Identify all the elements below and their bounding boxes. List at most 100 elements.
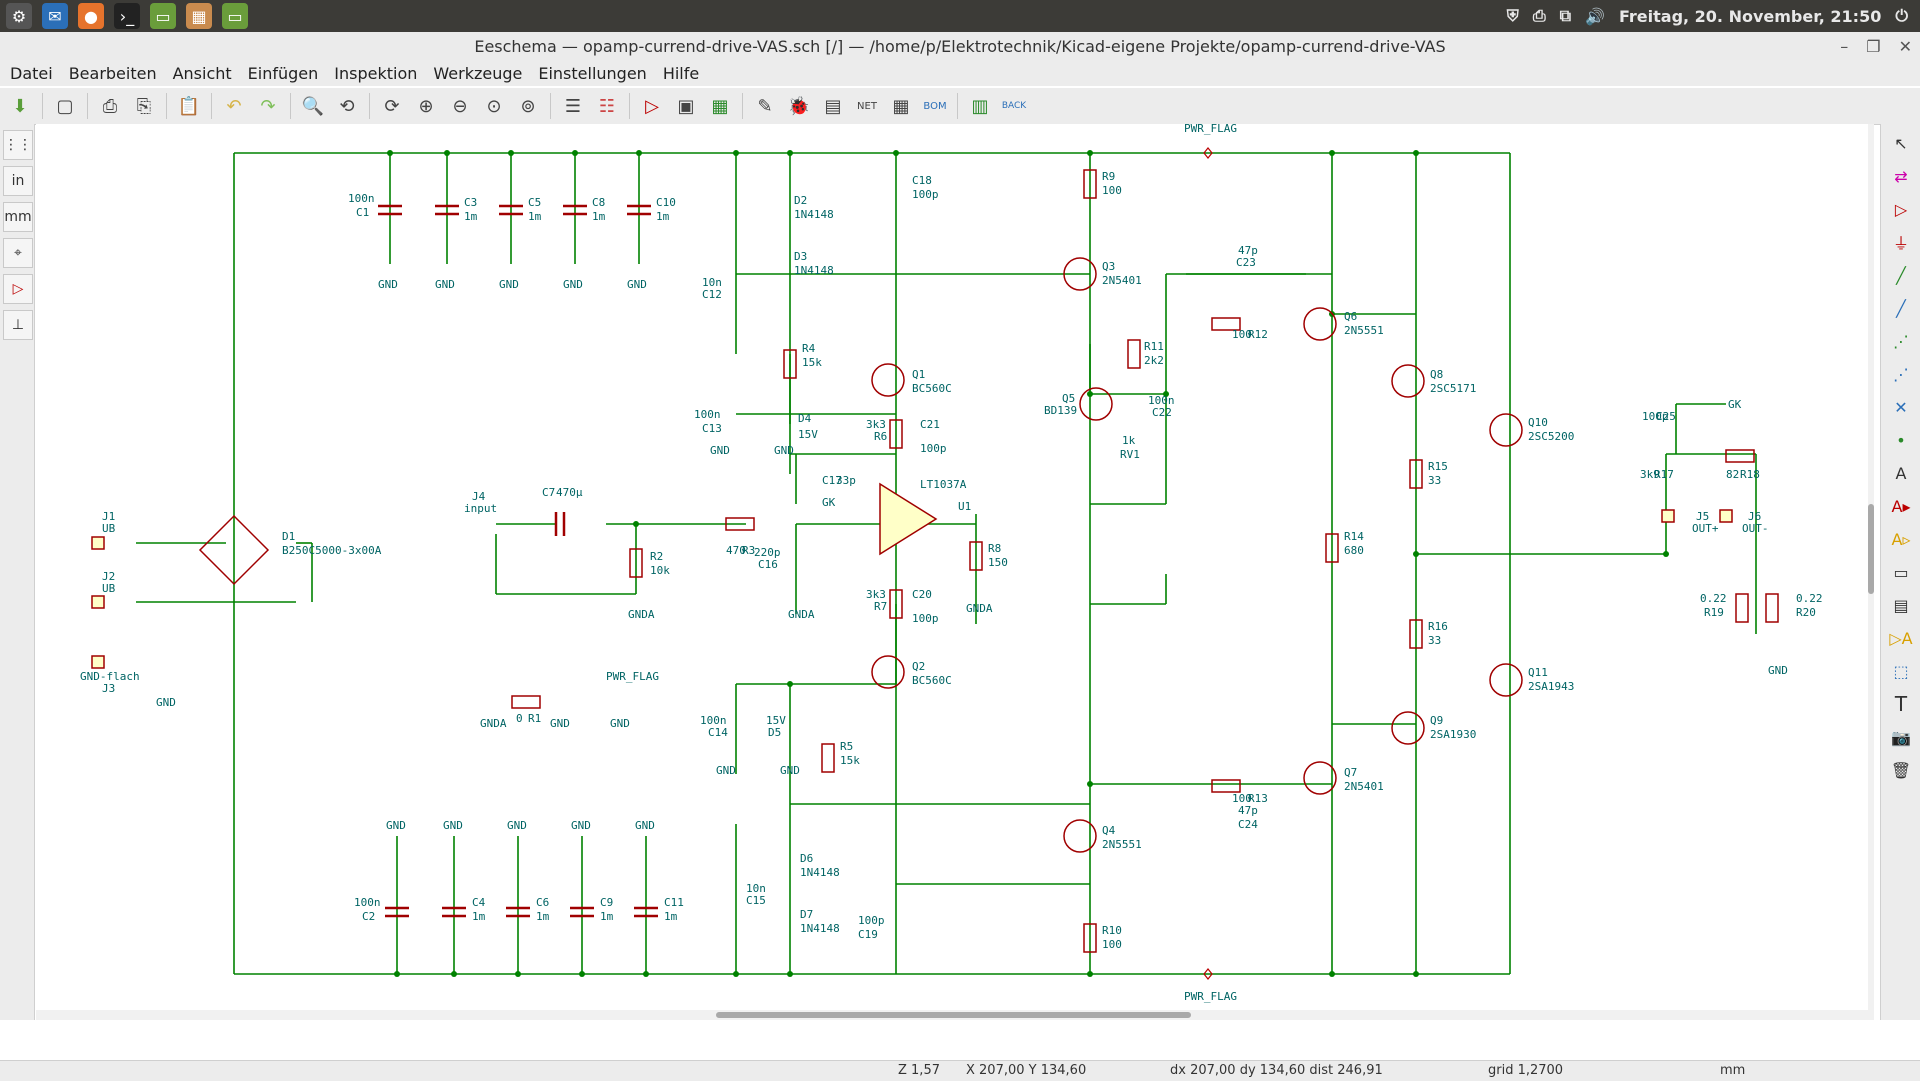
page-settings-icon[interactable]: ▢ bbox=[56, 95, 74, 117]
paste-icon[interactable]: 📋 bbox=[177, 95, 201, 117]
c20-ref: C20 bbox=[912, 588, 932, 601]
menu-einfuegen[interactable]: Einfügen bbox=[247, 63, 319, 83]
add-bus-icon[interactable]: ╱ bbox=[1896, 298, 1906, 318]
horizontal-scrollbar[interactable] bbox=[36, 1010, 1874, 1020]
undo-icon[interactable]: ↶ bbox=[226, 95, 242, 117]
firefox-app-icon[interactable]: ● bbox=[78, 3, 104, 29]
rv1-value: 1k bbox=[1122, 434, 1136, 447]
print-icon[interactable]: ⎙ bbox=[102, 95, 118, 117]
zoom-out-icon[interactable]: ⊖ bbox=[452, 95, 468, 117]
find-icon[interactable]: 🔍 bbox=[301, 95, 325, 117]
add-label-icon[interactable]: A bbox=[1895, 463, 1907, 483]
menu-hilfe[interactable]: Hilfe bbox=[662, 63, 700, 83]
d4-ref: D4 bbox=[798, 412, 812, 425]
gnda-r2: GNDA bbox=[628, 608, 655, 621]
add-sheet-icon[interactable]: ▭ bbox=[1893, 562, 1909, 582]
c19-ref: C19 bbox=[858, 928, 878, 941]
c18-ref: C18 bbox=[912, 174, 932, 187]
shield-icon[interactable]: ⛨ bbox=[1506, 6, 1519, 25]
wire-angle-icon[interactable]: ⊥ bbox=[3, 310, 33, 340]
units-inch-button[interactable]: in bbox=[3, 166, 33, 196]
import-sheet-pin-icon[interactable]: ▤ bbox=[1893, 595, 1909, 615]
pcbnew-icon[interactable]: ▥ bbox=[971, 95, 989, 117]
add-text-icon[interactable]: T bbox=[1894, 692, 1908, 716]
maximize-icon[interactable]: ❐ bbox=[1866, 36, 1881, 56]
menu-inspektion[interactable]: Inspektion bbox=[334, 63, 418, 83]
settings-gear-icon[interactable]: ⚙ bbox=[6, 3, 32, 29]
c10-value: 1m bbox=[656, 210, 670, 223]
folder-app-icon[interactable]: ▭ bbox=[222, 3, 248, 29]
no-connect-icon[interactable]: ✕ bbox=[1894, 397, 1908, 417]
save-icon[interactable]: ⬇ bbox=[12, 95, 28, 117]
menu-einstellungen[interactable]: Einstellungen bbox=[538, 63, 647, 83]
mail-app-icon[interactable]: ✉ bbox=[42, 3, 68, 29]
menu-ansicht[interactable]: Ansicht bbox=[172, 63, 232, 83]
vertical-scroll-thumb[interactable] bbox=[1868, 504, 1874, 594]
horizontal-scroll-thumb[interactable] bbox=[716, 1012, 1191, 1018]
kicad-app-icon[interactable]: ▦ bbox=[186, 3, 212, 29]
zoom-fit-icon[interactable]: ⊙ bbox=[486, 95, 502, 117]
add-wire-icon[interactable]: ╱ bbox=[1896, 265, 1906, 285]
back-annotate-icon[interactable]: BACK bbox=[1001, 101, 1027, 111]
symbol-editor-icon[interactable]: ▷ bbox=[645, 95, 659, 117]
delete-trash-icon[interactable]: 🗑 bbox=[1890, 760, 1912, 780]
bom-table-icon[interactable]: ▦ bbox=[892, 95, 910, 117]
footprint-assign-icon[interactable]: ▦ bbox=[711, 95, 729, 117]
c4-value: 1m bbox=[472, 910, 486, 923]
window-titlebar: Eeschema — opamp-currend-drive-VAS.sch [… bbox=[0, 32, 1920, 61]
add-graphic-line-icon[interactable]: ⬚ bbox=[1893, 661, 1909, 681]
hidden-pins-icon[interactable]: ▷ bbox=[3, 274, 33, 304]
add-sheet-pin-icon[interactable]: ▷A bbox=[1889, 628, 1913, 648]
c24-ref: C24 bbox=[1238, 818, 1258, 831]
add-junction-icon[interactable]: • bbox=[1896, 430, 1906, 450]
gnd-c13: GND bbox=[710, 444, 730, 457]
q10-ref: Q10 bbox=[1528, 416, 1548, 429]
units-mm-button[interactable]: mm bbox=[3, 202, 33, 232]
add-hier-label-icon[interactable]: A▹ bbox=[1891, 529, 1911, 549]
files-app-icon[interactable]: ▭ bbox=[150, 3, 176, 29]
close-icon[interactable]: ✕ bbox=[1898, 36, 1912, 56]
schematic-svg[interactable]: PWR_FLAG PWR_FLAG PWR_FLAG 100n C1 C3 1m… bbox=[36, 122, 1874, 1010]
assign-footprints-icon[interactable]: ▤ bbox=[824, 95, 842, 117]
select-arrow-icon[interactable]: ↖ bbox=[1894, 133, 1908, 153]
netlist-icon[interactable]: NET bbox=[857, 100, 877, 112]
wire-to-bus-icon[interactable]: ⋰ bbox=[1893, 331, 1909, 351]
add-image-icon[interactable]: 📷 bbox=[1891, 727, 1911, 747]
minimize-icon[interactable]: – bbox=[1840, 36, 1849, 56]
grid-toggle-icon[interactable]: ⋮⋮ bbox=[3, 130, 33, 160]
annotate-icon[interactable]: ✎ bbox=[757, 95, 773, 117]
zoom-in-icon[interactable]: ⊕ bbox=[418, 95, 434, 117]
highlight-net-icon[interactable]: ⇄ bbox=[1894, 166, 1908, 186]
add-global-label-icon[interactable]: A▸ bbox=[1891, 496, 1911, 516]
bom-icon[interactable]: BOM bbox=[923, 100, 947, 112]
leave-sheet-icon[interactable]: ☷ bbox=[598, 95, 616, 117]
r4-ref: R4 bbox=[802, 342, 816, 355]
r12-ref: R12 bbox=[1248, 328, 1268, 341]
refresh-icon[interactable]: ⟳ bbox=[384, 95, 400, 117]
d4-value: 15V bbox=[798, 428, 818, 441]
bus-to-bus-icon[interactable]: ⋰ bbox=[1893, 364, 1909, 384]
vertical-scrollbar[interactable] bbox=[1868, 124, 1874, 1020]
power-icon[interactable]: ⏻ bbox=[1895, 6, 1908, 25]
volume-icon[interactable]: 🔊 bbox=[1585, 6, 1605, 26]
menu-datei[interactable]: Datei bbox=[10, 63, 53, 83]
plot-icon[interactable]: ⎘ bbox=[136, 95, 152, 117]
schematic-canvas[interactable]: PWR_FLAG PWR_FLAG PWR_FLAG 100n C1 C3 1m… bbox=[36, 122, 1874, 1020]
c6-value: 1m bbox=[536, 910, 550, 923]
hierarchy-navigator-icon[interactable]: ☰ bbox=[564, 95, 582, 117]
printer-icon[interactable]: ⎙ bbox=[1532, 6, 1546, 25]
symbol-browser-icon[interactable]: ▣ bbox=[677, 95, 695, 117]
cursor-shape-icon[interactable]: ⌖ bbox=[3, 238, 33, 268]
erc-bug-icon[interactable]: 🐞 bbox=[787, 95, 811, 117]
gk-output-label: GK bbox=[1728, 398, 1742, 411]
find-replace-icon[interactable]: ⟲ bbox=[339, 95, 355, 117]
zoom-selection-icon[interactable]: ⊚ bbox=[520, 95, 536, 117]
terminal-app-icon[interactable]: ›_ bbox=[114, 3, 140, 29]
redo-icon[interactable]: ↷ bbox=[260, 95, 276, 117]
menu-werkzeuge[interactable]: Werkzeuge bbox=[433, 63, 523, 83]
add-power-icon[interactable]: ⏚ bbox=[1892, 234, 1909, 253]
menu-bearbeiten[interactable]: Bearbeiten bbox=[68, 63, 157, 83]
add-symbol-icon[interactable]: ▷ bbox=[1894, 199, 1908, 219]
network-icon[interactable]: ⧉ bbox=[1559, 6, 1572, 25]
clock[interactable]: Freitag, 20. November, 21:50 bbox=[1618, 6, 1882, 26]
